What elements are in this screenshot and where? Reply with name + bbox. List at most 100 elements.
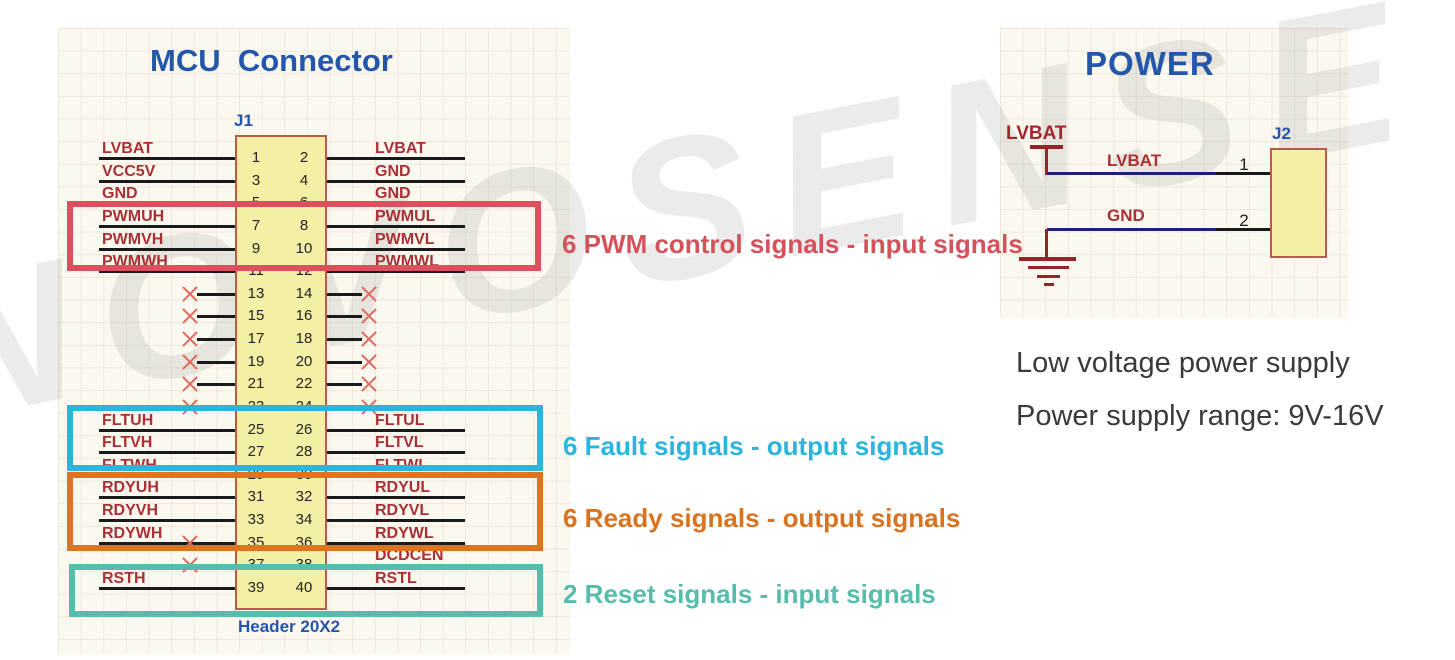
pin-number: 16 (295, 307, 313, 324)
lvbat-wire-label: LVBAT (1107, 151, 1162, 170)
j2-designator: J2 (1272, 124, 1291, 143)
wire (327, 519, 465, 522)
pwm-signals-note: 6 PWM control signals - input signals (562, 229, 1023, 259)
pin-number: 19 (247, 353, 265, 370)
lvbat-net-wire (1047, 172, 1216, 175)
wire (327, 270, 465, 273)
reset-highlight-box (69, 564, 543, 617)
wire (99, 180, 235, 183)
net-label: RDYWL (375, 525, 434, 542)
j2-connector-body (1270, 148, 1327, 258)
pin-number: 3 (251, 172, 261, 189)
net-label: RSTL (375, 570, 417, 587)
net-label: RDYUL (375, 479, 431, 496)
ready-signals-note: 6 Ready signals - output signals (563, 503, 961, 533)
ground-icon (1037, 275, 1060, 278)
wire (99, 157, 235, 160)
fault-signals-note: 6 Fault signals - output signals (563, 431, 945, 461)
no-connect-x-icon (181, 375, 199, 393)
net-label: RDYWH (102, 525, 163, 542)
net-label: DCDCEN (375, 547, 444, 564)
pin-number: 18 (295, 330, 313, 347)
net-label: GND (375, 185, 411, 202)
pin-number: 4 (299, 172, 309, 189)
wire (327, 225, 465, 228)
wire (197, 361, 235, 364)
net-label: RSTH (102, 570, 146, 587)
net-label: FLTVH (102, 434, 153, 451)
pin-number: 22 (295, 375, 313, 392)
no-connect-x-icon (360, 353, 378, 371)
wire (327, 315, 362, 318)
wire (327, 429, 465, 432)
pin-number: 27 (247, 443, 265, 460)
j1-connector-body (235, 135, 327, 610)
power-bar-stem (1045, 147, 1048, 175)
footprint-label: Header 20X2 (238, 617, 341, 636)
net-label: GND (102, 185, 138, 202)
wire (197, 293, 235, 296)
pin-number: 1 (251, 149, 261, 166)
pin-number: 25 (247, 421, 265, 438)
net-label: PWMUL (375, 208, 436, 225)
pin-number: 26 (295, 421, 313, 438)
pin-number: 8 (299, 217, 309, 234)
wire (99, 587, 235, 590)
no-connect-x-icon (360, 375, 378, 393)
fault-highlight-box (67, 405, 543, 471)
net-label: PWMVL (375, 231, 435, 248)
pin-number: 34 (295, 511, 313, 528)
j2-pin2-number: 2 (1239, 211, 1249, 230)
j1-designator: J1 (234, 111, 253, 130)
pin-number: 9 (251, 240, 261, 257)
net-label: VCC5V (102, 163, 156, 180)
wire (327, 157, 465, 160)
net-label: PWMVH (102, 231, 164, 248)
no-connect-x-icon (360, 330, 378, 348)
net-label: PWMUH (102, 208, 165, 225)
wire (327, 451, 465, 454)
net-label: GND (375, 163, 411, 180)
pin-number: 31 (247, 488, 265, 505)
pin-number: 2 (299, 149, 309, 166)
pin-number: 7 (251, 217, 261, 234)
pin-number: 40 (295, 579, 313, 596)
no-connect-x-icon (181, 285, 199, 303)
wire (197, 315, 235, 318)
mcu-section-title: MCU Connector (150, 43, 393, 78)
wire (99, 496, 235, 499)
wire (327, 338, 362, 341)
net-label: FLTVL (375, 434, 424, 451)
net-label: RDYUH (102, 479, 159, 496)
net-label: RDYVL (375, 502, 430, 519)
wire (327, 361, 362, 364)
wire (327, 180, 465, 183)
pin-number: 15 (247, 307, 265, 324)
no-connect-x-icon (360, 285, 378, 303)
pin-number: 32 (295, 488, 313, 505)
ground-icon (1019, 257, 1076, 261)
pin-number: 28 (295, 443, 313, 460)
j2-pin1-number: 1 (1239, 155, 1249, 174)
lvbat-power-net-label: LVBAT (1006, 123, 1067, 144)
wire (327, 293, 362, 296)
pin-number: 10 (295, 240, 313, 257)
net-label: LVBAT (102, 140, 153, 157)
wire (99, 429, 235, 432)
net-label: FLTUL (375, 412, 425, 429)
wire (99, 519, 235, 522)
gnd-wire-label: GND (1107, 206, 1145, 225)
net-label: LVBAT (375, 140, 426, 157)
pin-number: 13 (247, 285, 265, 302)
wire (99, 248, 235, 251)
ground-icon (1028, 266, 1069, 269)
ground-stem (1045, 229, 1048, 258)
wire (99, 542, 235, 545)
pin-number: 33 (247, 511, 265, 528)
pin-number: 14 (295, 285, 313, 302)
no-connect-x-icon (360, 307, 378, 325)
pwm-highlight-box (67, 201, 541, 271)
pin-number: 17 (247, 330, 265, 347)
